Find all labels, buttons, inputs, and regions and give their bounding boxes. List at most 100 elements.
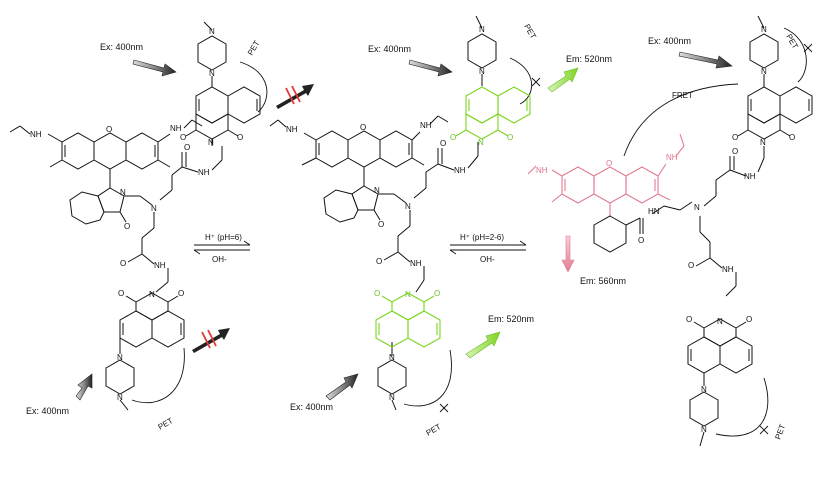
ex-label: Ex: 400nm	[368, 44, 411, 54]
atom-o: O	[378, 220, 384, 229]
equilibrium-condition: H⁺ (pH=2-6)	[460, 233, 504, 242]
atom-nh: NH	[536, 166, 548, 175]
atom-o: O	[686, 315, 692, 324]
equilibrium-arrows	[193, 240, 527, 255]
atom-n: N	[151, 204, 157, 213]
atom-o: O	[507, 133, 513, 142]
blocked-emission-arrow-bottom	[192, 328, 230, 353]
ex-label: Ex: 400nm	[100, 42, 143, 52]
middle-atoms: NH NH O O N N NH O O NH N O O N N N O O …	[286, 25, 513, 402]
right-molecule	[593, 15, 813, 447]
atom-n: N	[479, 67, 485, 76]
atom-n: N	[405, 290, 411, 299]
ex-label: Ex: 400nm	[648, 36, 691, 46]
ex-label: Ex: 400nm	[290, 402, 333, 412]
blocked-emission-arrows	[192, 84, 314, 353]
atom-n: N	[479, 25, 485, 34]
atom-n: N	[117, 353, 123, 362]
excitation-arrow	[408, 59, 453, 77]
equilibrium-reverse: OH-	[480, 255, 495, 264]
atom-o: O	[360, 123, 366, 132]
pink-emission-arrow	[561, 235, 575, 273]
left-molecule	[9, 21, 268, 411]
em-label: Em: 520nm	[566, 54, 612, 64]
atom-n: N	[120, 188, 126, 197]
atom-n: N	[405, 202, 411, 211]
atom-nh: NH	[286, 125, 298, 134]
atom-nh: NH	[170, 124, 182, 133]
excitation-arrows	[75, 51, 733, 401]
block-mark	[201, 331, 211, 349]
emission-arrows	[465, 67, 579, 359]
equilibrium-reverse: OH-	[212, 255, 227, 264]
atom-o: O	[434, 289, 440, 298]
atom-o: O	[180, 133, 186, 142]
middle-green-naphthalimides	[375, 86, 531, 348]
green-emission-arrow-top	[547, 67, 579, 93]
atom-hn: HN	[648, 207, 660, 216]
atom-o: O	[450, 133, 456, 142]
ex-label: Ex: 400nm	[26, 406, 69, 416]
atom-nh: NH	[198, 168, 210, 177]
atom-n: N	[117, 393, 123, 402]
atom-o: O	[732, 147, 738, 156]
atom-o: O	[688, 261, 694, 270]
atom-n: N	[209, 69, 215, 78]
atom-o: O	[124, 222, 130, 231]
atom-n: N	[374, 186, 380, 195]
left-atoms: NH NH O O N N NH O O NH N O O N N N O O …	[30, 27, 243, 402]
atom-o: O	[746, 315, 752, 324]
atom-nh: NH	[30, 130, 42, 139]
atom-o: O	[184, 143, 190, 152]
atom-nh: NH	[744, 172, 756, 181]
atom-o: O	[376, 257, 382, 266]
atom-n: N	[208, 138, 214, 147]
block-mark	[291, 85, 301, 103]
atom-nh: NH	[722, 265, 734, 274]
atom-n: N	[694, 203, 700, 212]
pet-label: PET	[246, 39, 262, 57]
atom-o: O	[237, 133, 243, 142]
atom-nh: NH	[420, 121, 432, 130]
atom-nh: NH	[454, 166, 466, 175]
atom-o: O	[789, 133, 795, 142]
blocked-emission-arrow-top	[276, 84, 314, 109]
pet-label: PET	[522, 23, 538, 41]
atom-nh: NH	[666, 153, 678, 162]
atom-nh: NH	[410, 259, 422, 268]
atom-o: O	[118, 289, 124, 298]
block-mark	[207, 329, 217, 347]
pet-cross-marks	[439, 43, 813, 435]
atom-o: O	[440, 139, 446, 148]
excitation-arrow	[325, 373, 359, 401]
block-mark	[285, 87, 295, 105]
fret-label: FRET	[672, 91, 693, 100]
atom-o: O	[120, 259, 126, 268]
right-atoms: NH NH O O HN N NH O O NH N O O N N N O O…	[536, 25, 795, 434]
middle-molecule	[269, 15, 533, 411]
equilibrium-condition: H⁺ (pH=6)	[205, 233, 242, 242]
pet-label: PET	[157, 416, 175, 432]
right-pink-xanthene	[527, 133, 685, 216]
atom-n: N	[717, 317, 723, 326]
atom-n: N	[701, 385, 707, 394]
em-label: Em: 560nm	[580, 276, 626, 286]
atom-n: N	[389, 353, 395, 362]
pet-label: PET	[425, 422, 443, 438]
atom-o: O	[638, 236, 644, 245]
atom-n: N	[209, 27, 215, 36]
xanthene-ring-left	[61, 132, 95, 170]
atom-o: O	[374, 289, 380, 298]
green-emission-arrow-bottom	[465, 331, 501, 359]
atom-o: O	[178, 289, 184, 298]
xanthene-ring-right	[125, 132, 159, 170]
atom-o: O	[106, 125, 112, 134]
pet-label: PET	[773, 423, 787, 441]
excitation-arrow	[678, 51, 733, 69]
atom-n: N	[478, 138, 484, 147]
xanthene-ring-mid	[93, 132, 127, 170]
em-label: Em: 520nm	[488, 314, 534, 324]
atom-n: N	[760, 138, 766, 147]
atom-o: O	[606, 159, 612, 168]
